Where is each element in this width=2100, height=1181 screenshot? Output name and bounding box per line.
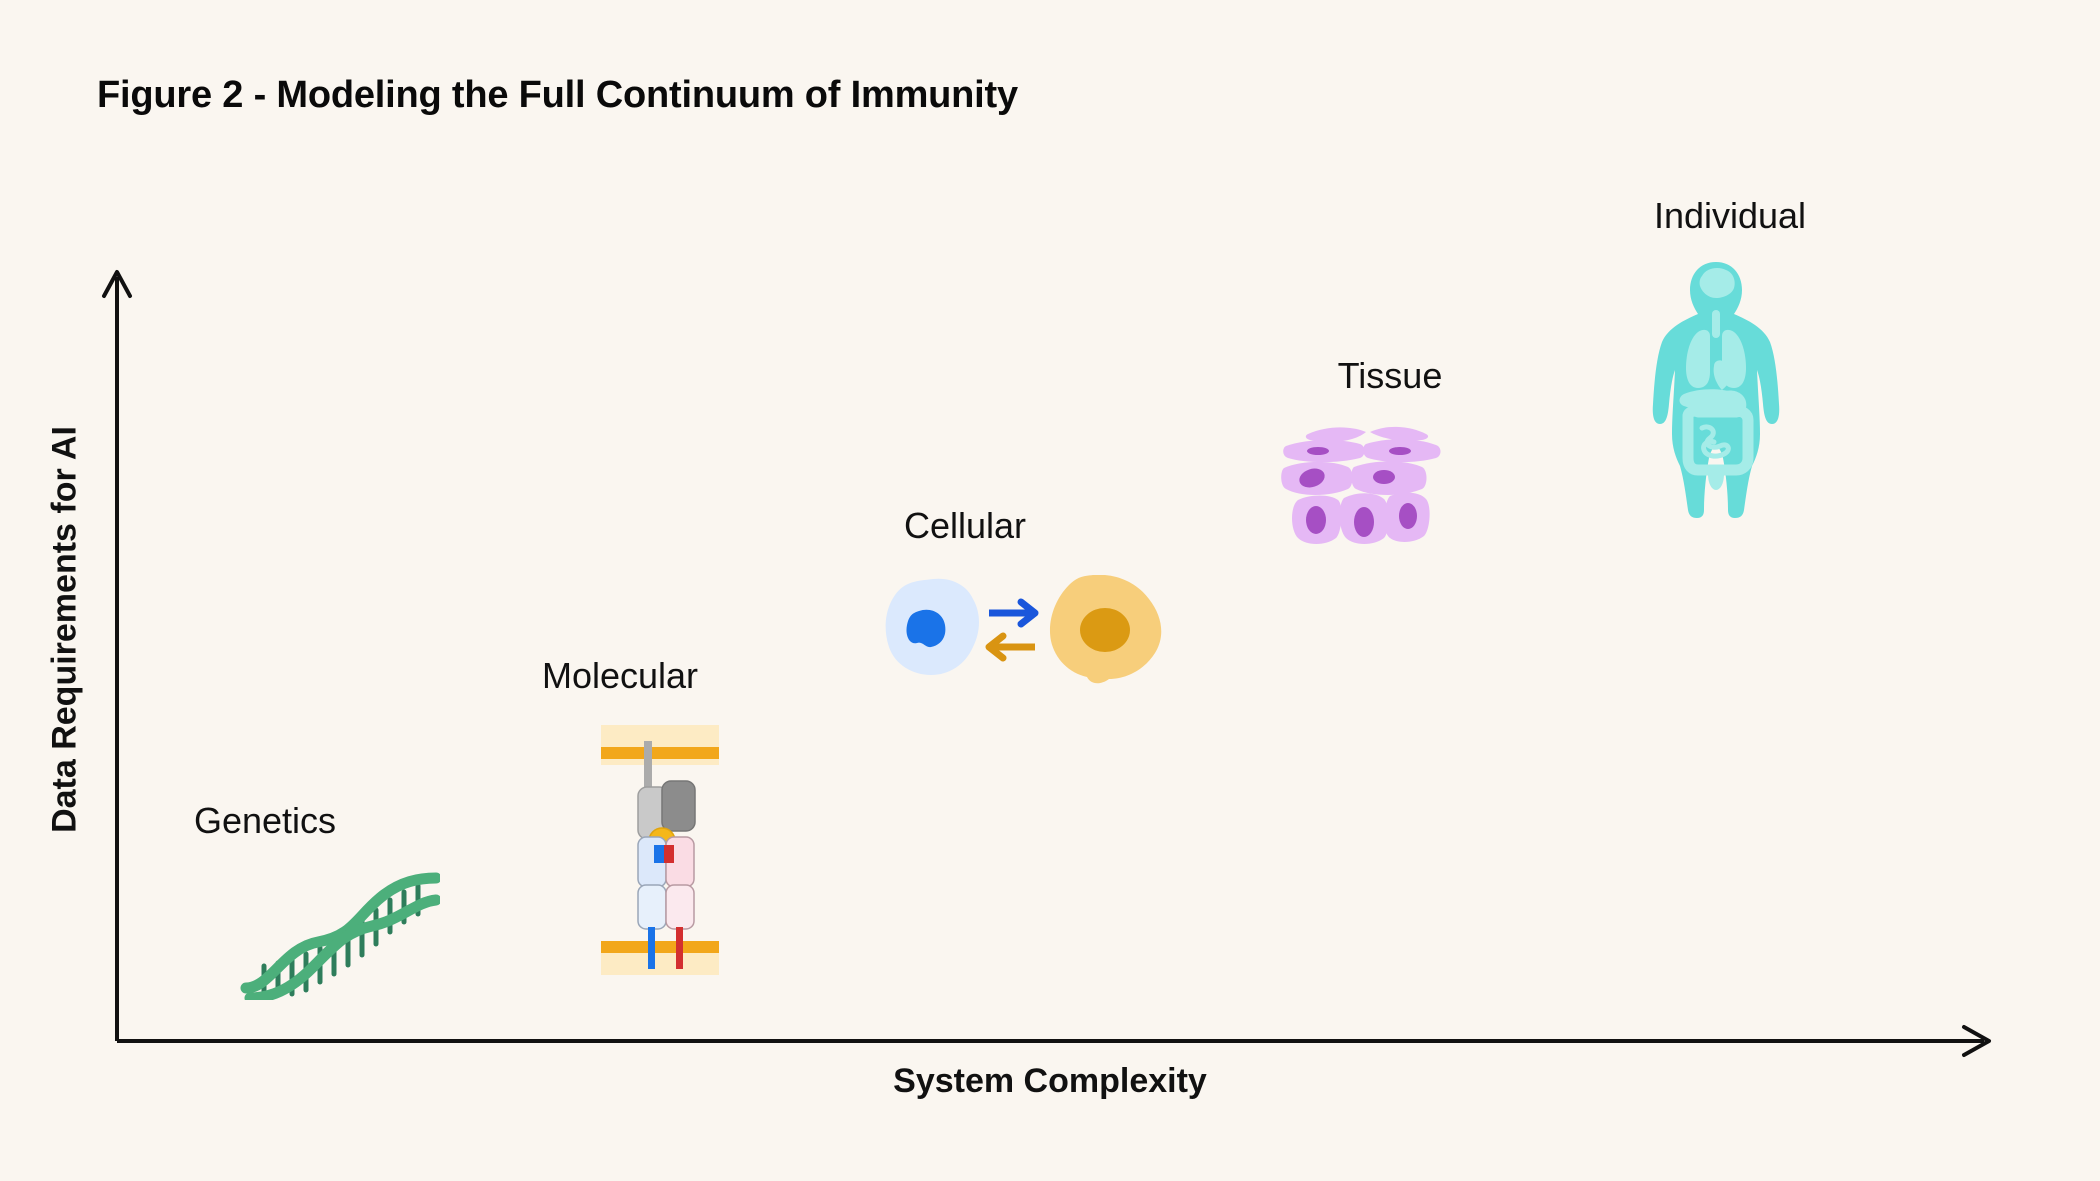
heart-organ	[1713, 360, 1737, 390]
tcr-beta-constant-domain	[665, 884, 695, 930]
stage-label-tissue: Tissue	[1337, 355, 1443, 396]
two-cells-icon	[885, 574, 1165, 685]
tissue-cuboidal-layer	[1281, 461, 1427, 495]
bladder-organ	[1708, 469, 1724, 490]
figure-title: Figure 2 - Modeling the Full Continuum o…	[97, 74, 1018, 116]
stage-label-genetics: Genetics	[193, 800, 337, 841]
cell-orange-nucleus	[1080, 608, 1130, 652]
mhc-stalk	[644, 741, 652, 793]
cell-blue-nucleus	[906, 609, 946, 648]
large-intestine-organ	[1682, 405, 1754, 476]
tcell-membrane-bar	[601, 941, 719, 953]
cdr-loop-beta	[664, 845, 674, 863]
tcr-alpha-constant-domain	[637, 884, 667, 930]
stage-label-individual: Individual	[1653, 195, 1807, 236]
dna-strand-upper	[240, 872, 442, 994]
y-axis-label: Data Requirements for AI	[45, 426, 84, 833]
dna-helix-icon	[240, 870, 442, 1004]
interaction-arrow-backward-icon	[985, 632, 1035, 662]
tissue-columnar-layer	[1292, 492, 1430, 544]
human-body-icon	[1636, 258, 1796, 518]
mhc-domain-dark	[661, 780, 696, 832]
dna-strand-lower	[244, 894, 442, 1004]
cdr-loop-alpha	[654, 845, 664, 863]
x-axis-label: System Complexity	[893, 1062, 1207, 1100]
apc-membrane-bar	[601, 747, 719, 759]
x-axis-arrowhead-icon	[1962, 1025, 1991, 1057]
lung-left-organ	[1686, 329, 1710, 388]
trachea-organ	[1712, 310, 1720, 338]
epithelium-icon	[1280, 420, 1460, 545]
interaction-arrow-forward-icon	[989, 598, 1039, 628]
stage-label-cellular: Cellular	[903, 505, 1027, 546]
stage-label-molecular: Molecular	[541, 655, 699, 696]
tcr-pmhc-icon	[600, 725, 720, 975]
y-axis-arrowhead-icon	[102, 270, 132, 298]
tissue-flat-layer	[1283, 439, 1441, 463]
brain-organ	[1699, 268, 1735, 298]
tissue-squamous-layer	[1305, 426, 1429, 442]
small-intestine-organ	[1699, 424, 1731, 459]
